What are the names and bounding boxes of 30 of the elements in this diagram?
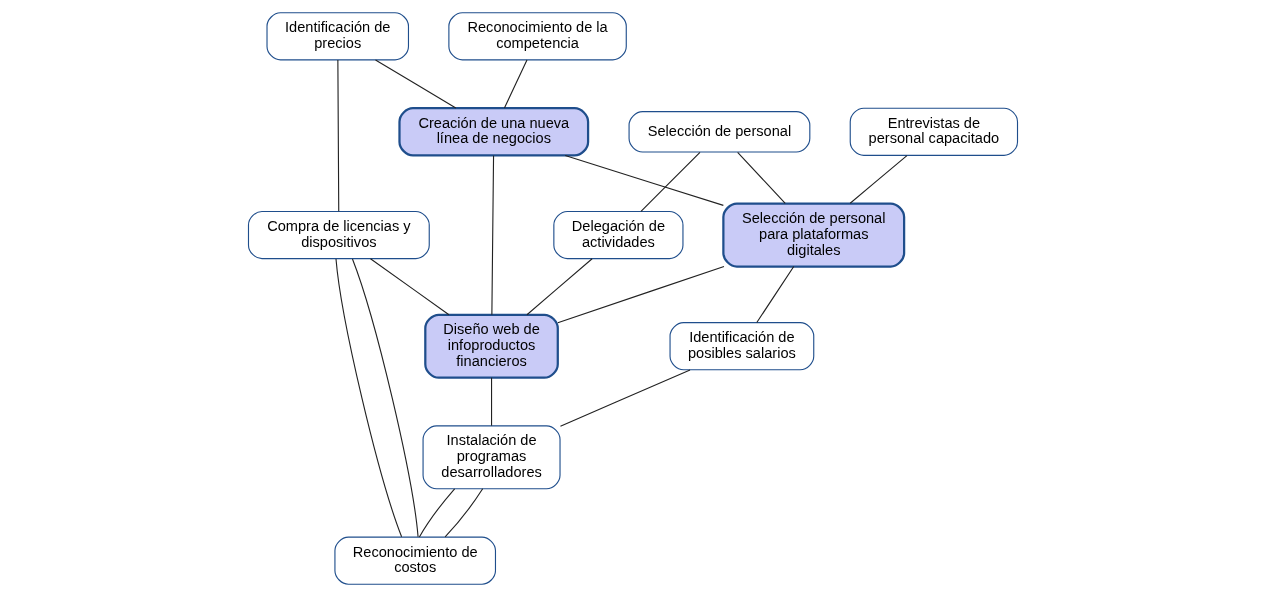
node-box: Reconocimiento de costos bbox=[333, 536, 496, 585]
connector bbox=[369, 258, 449, 316]
connector bbox=[336, 59, 339, 212]
connector bbox=[639, 151, 701, 212]
connector bbox=[556, 265, 725, 324]
node-box: Entrevistas de personal capacitado bbox=[849, 107, 1018, 156]
node-box: Selección de personal para plataformas digitales bbox=[721, 202, 905, 268]
connector bbox=[503, 59, 528, 109]
node-box: Identificación de posibles salarios bbox=[669, 322, 814, 371]
connector bbox=[490, 155, 494, 316]
connector bbox=[849, 155, 907, 204]
node-box: Delegación de actividades bbox=[552, 210, 683, 260]
connector bbox=[334, 258, 402, 538]
node-box: Selección de personal bbox=[628, 111, 810, 153]
connector bbox=[755, 265, 794, 324]
connector bbox=[444, 488, 483, 538]
node-box: Reconocimiento de la competencia bbox=[447, 12, 627, 61]
connector bbox=[564, 154, 724, 206]
connector bbox=[351, 258, 419, 538]
node-box: Diseño web de infoproductos financieros bbox=[423, 313, 559, 379]
node-box: Instalación de programas desarrolladores bbox=[422, 425, 561, 490]
connector bbox=[490, 377, 492, 427]
node-box: Compra de licencias y dispositivos bbox=[247, 210, 430, 260]
connector bbox=[525, 258, 593, 316]
node-box: Identificación de precios bbox=[265, 12, 409, 61]
node-box: Creación de una nueva línea de negocios bbox=[397, 107, 589, 157]
connector bbox=[418, 488, 455, 538]
connector bbox=[736, 151, 786, 204]
connector bbox=[374, 59, 456, 109]
connector bbox=[559, 369, 691, 427]
